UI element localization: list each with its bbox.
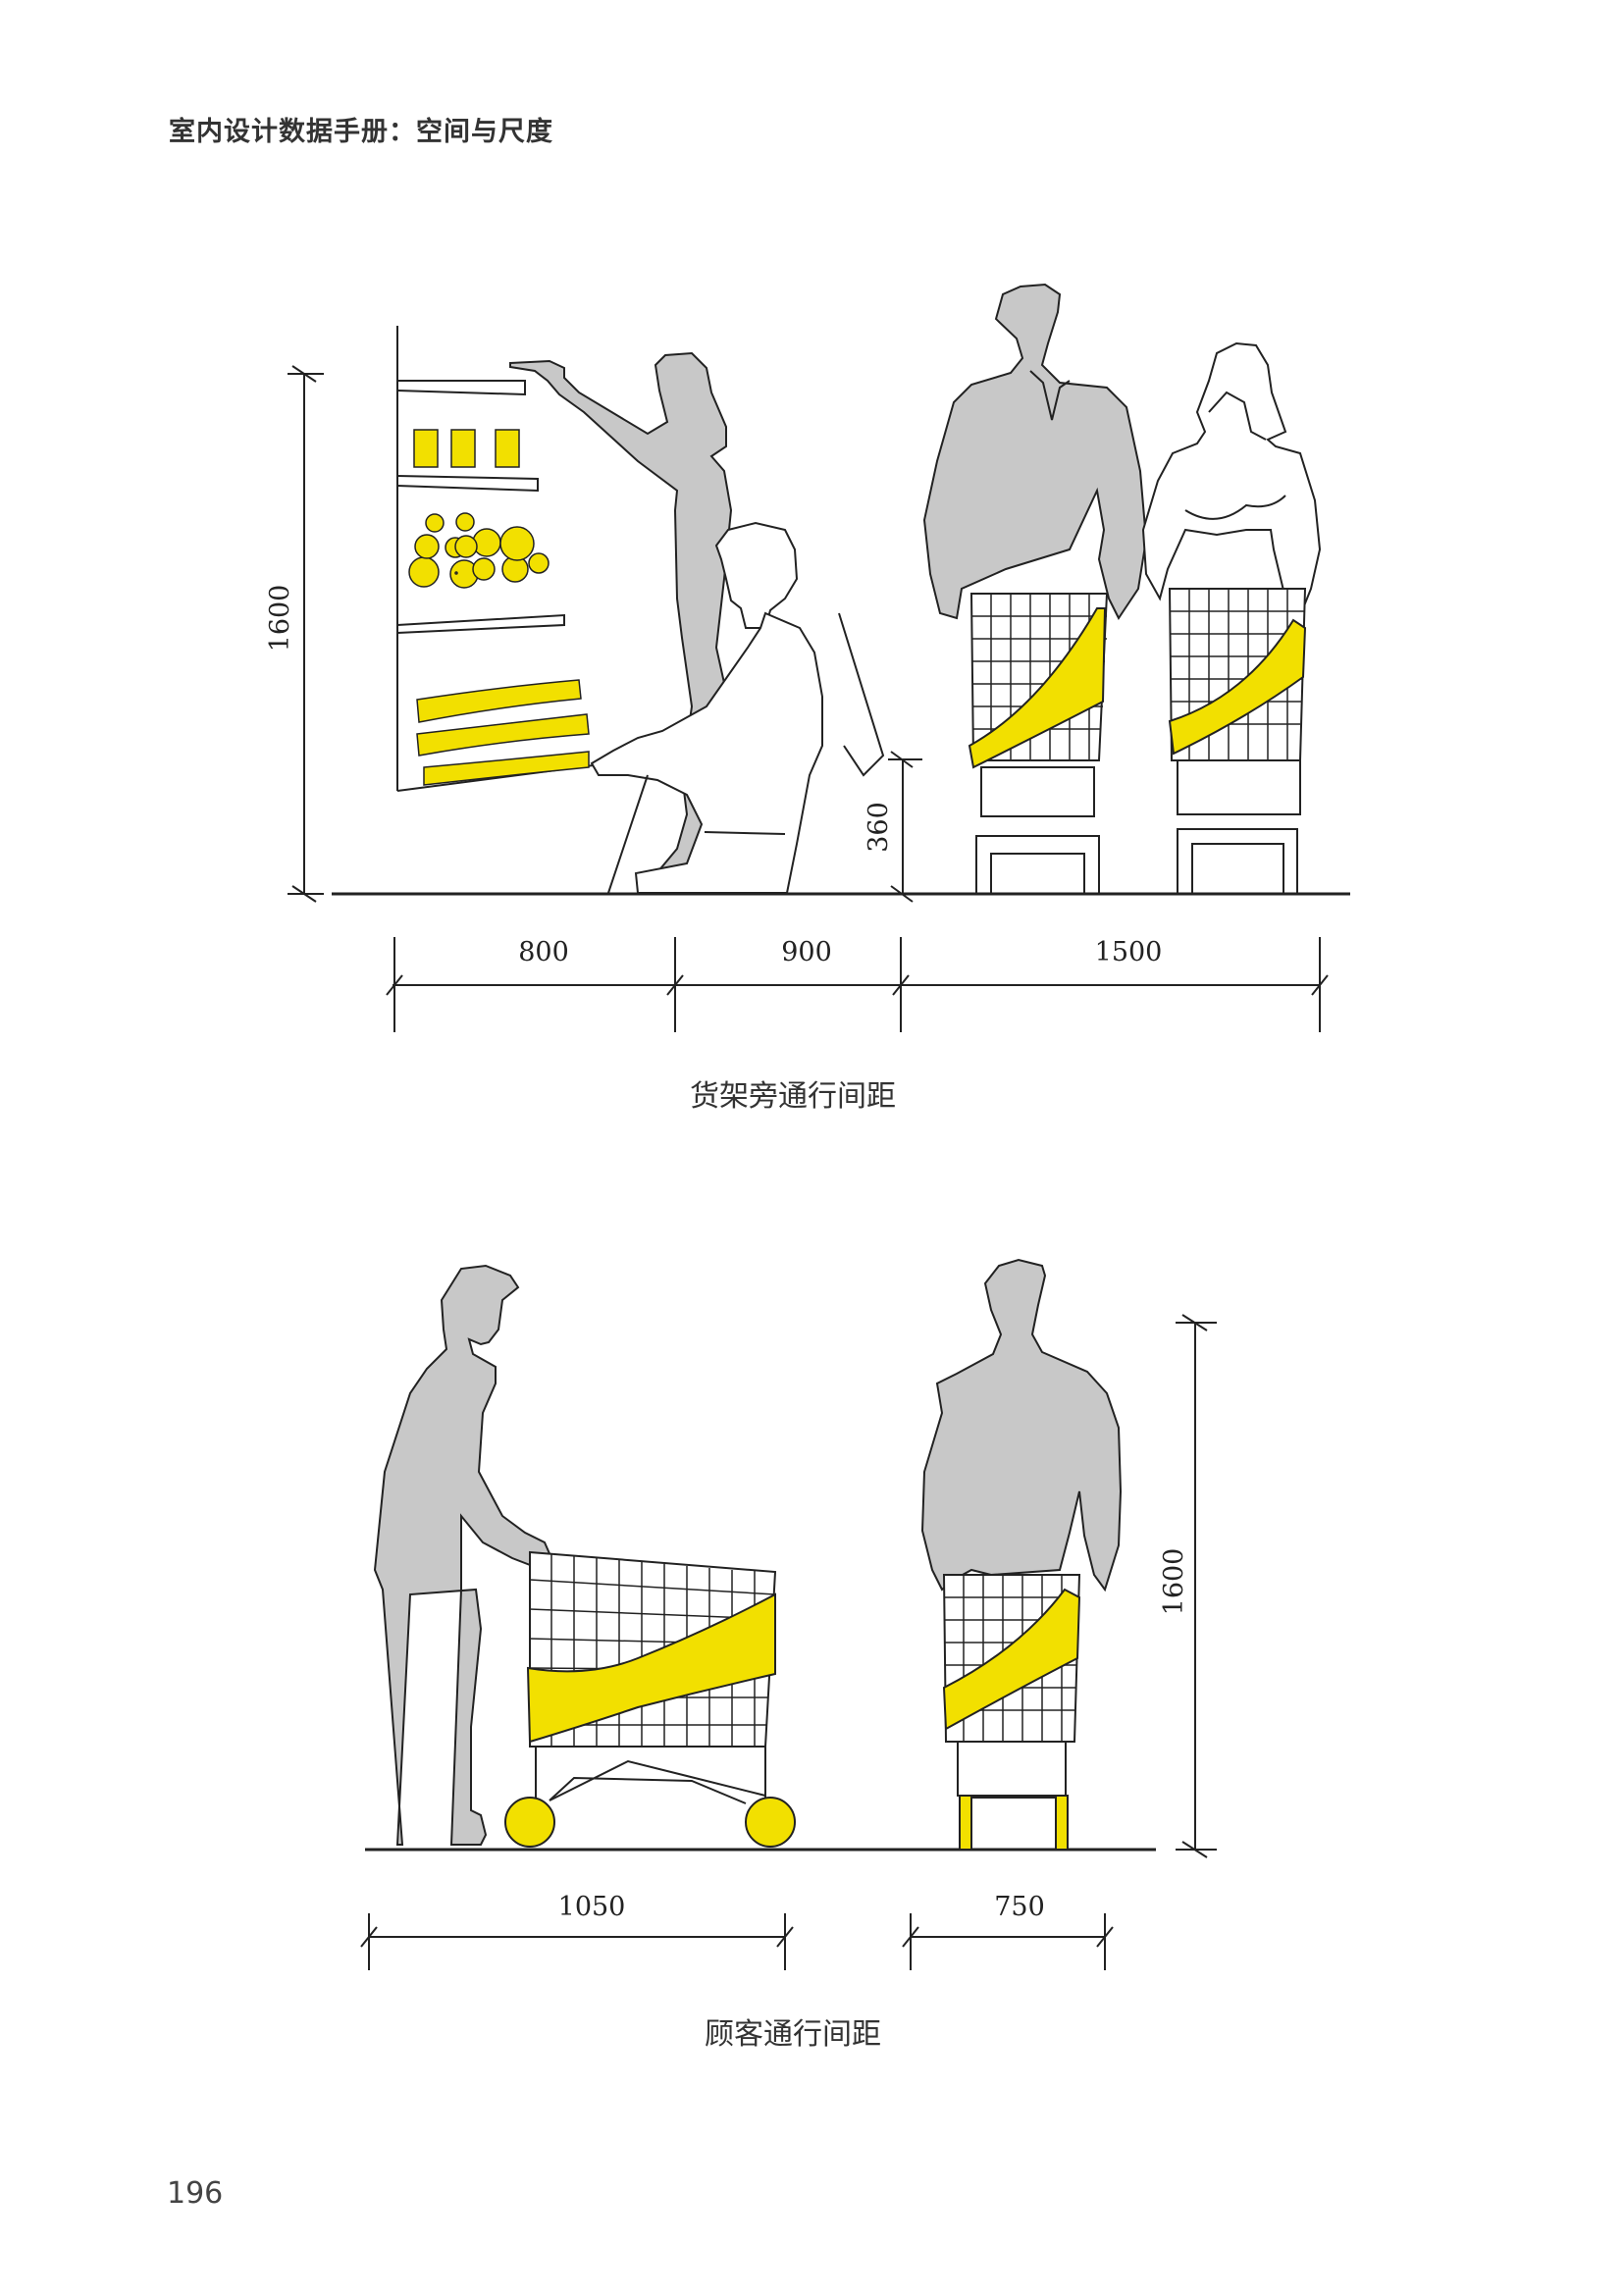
dim-label-750: 750 [994, 1892, 1045, 1922]
shopping-basket-3 [942, 1574, 1081, 1851]
dim-height-1600-right [1176, 1314, 1217, 1858]
dim-height-1600 [288, 365, 324, 903]
dim-label-1600: 1600 [265, 585, 295, 652]
dim-label-900: 900 [781, 937, 832, 967]
figure-2-caption: 顾客通行间距 [705, 2017, 881, 2052]
man-with-basket-silhouette [920, 1258, 1123, 1592]
running-header: 室内设计数据手册：空间与尺度 [169, 117, 553, 147]
woman-standing-outline [1141, 341, 1322, 631]
shelf-goods [408, 429, 590, 786]
shopping-basket-2 [1168, 588, 1307, 893]
dim-label-1050: 1050 [558, 1892, 626, 1922]
cart-wheel-front [504, 1797, 555, 1848]
figure-2-customer-clearance [360, 1258, 1217, 1970]
man-kneeling-outline [590, 521, 885, 894]
cart-wheel-back [745, 1797, 796, 1848]
dim-chain-widths [386, 937, 1329, 1032]
page-number: 196 [167, 2176, 224, 2211]
dim-height-360 [888, 751, 922, 903]
man-standing-silhouette [922, 283, 1148, 620]
dim-label-800: 800 [518, 937, 569, 967]
figure-1-caption: 货架旁通行间距 [690, 1079, 896, 1114]
dim-label-360: 360 [864, 802, 894, 853]
man-pushing-cart-silhouette [373, 1264, 553, 1846]
figure-1-aisle-clearance [288, 283, 1350, 1032]
dim-label-1500: 1500 [1095, 937, 1163, 967]
dim-label-1600-right: 1600 [1159, 1548, 1189, 1616]
shopping-cart [504, 1550, 796, 1848]
dim-chain-widths-2 [360, 1913, 1114, 1970]
shopping-basket-1 [968, 593, 1109, 893]
